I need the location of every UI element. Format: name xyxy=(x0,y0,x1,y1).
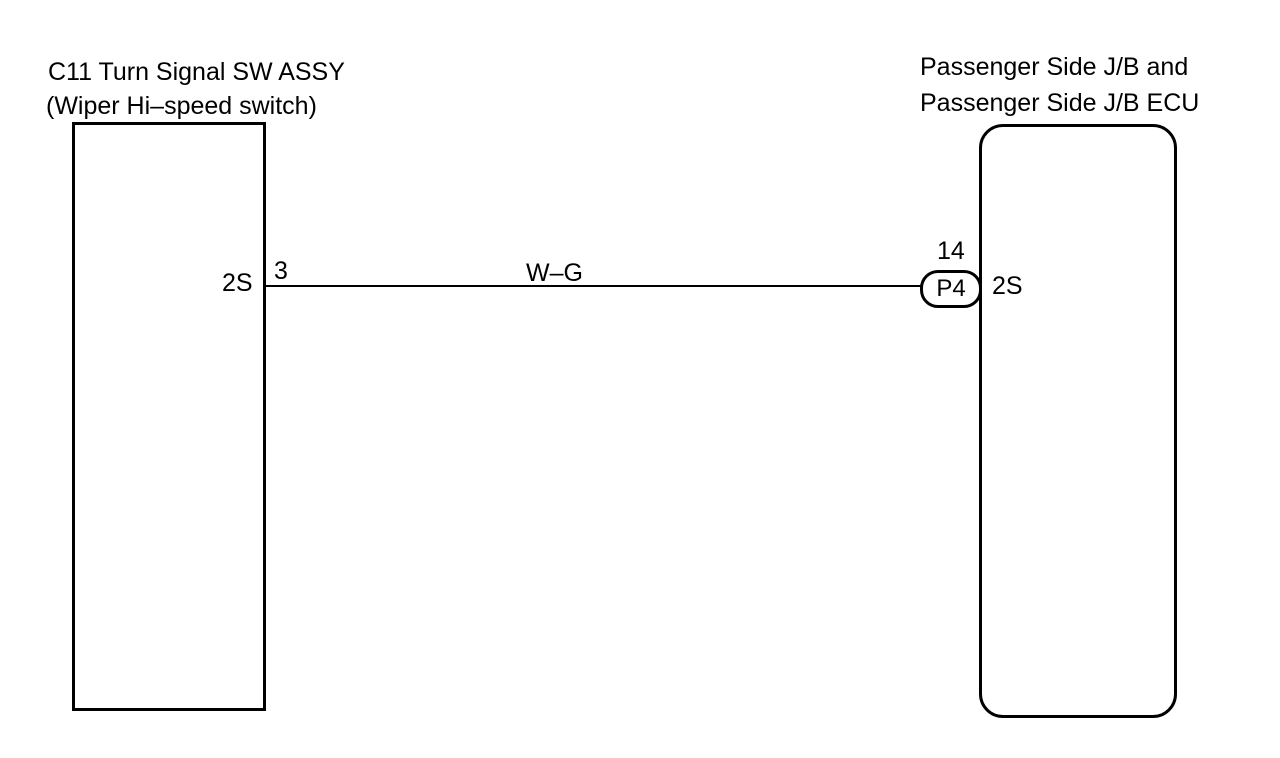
wire-color-code: W–G xyxy=(526,259,583,287)
left-component-title: C11 Turn Signal SW ASSY xyxy=(48,58,345,86)
turn-signal-switch-box xyxy=(72,122,266,711)
right-component-title-line2: Passenger Side J/B ECU xyxy=(920,89,1200,117)
left-component-subtitle: (Wiper Hi–speed switch) xyxy=(46,92,317,120)
junction-block-ecu-box xyxy=(979,124,1177,718)
left-pin-number: 3 xyxy=(274,257,288,285)
wire-w-g xyxy=(263,285,923,287)
right-connector-label: 2S xyxy=(992,272,1023,300)
left-connector-label: 2S xyxy=(222,269,253,297)
right-pin-number: 14 xyxy=(937,237,965,265)
right-component-title-line1: Passenger Side J/B and xyxy=(920,53,1189,81)
connector-p4: P4 xyxy=(920,270,982,308)
